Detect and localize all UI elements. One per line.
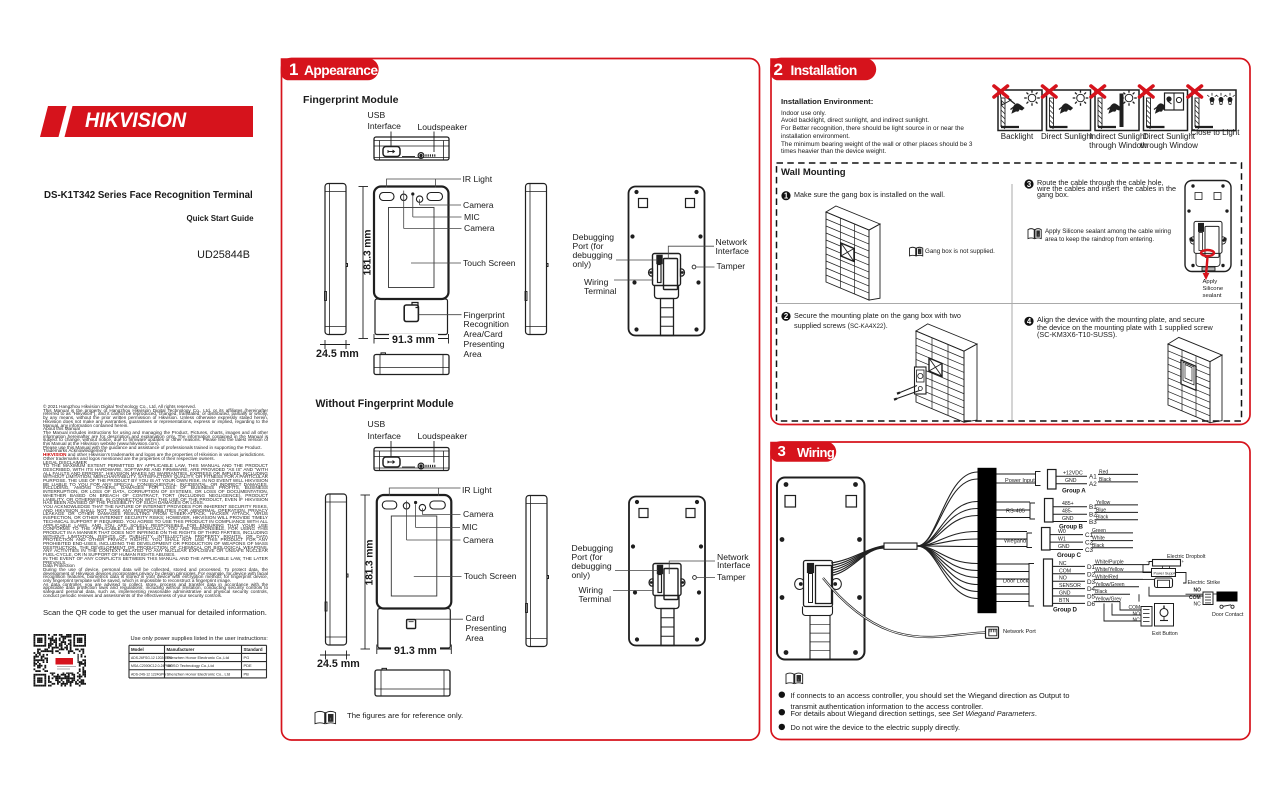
svg-text:White/Yellow: White/Yellow (1095, 567, 1124, 573)
svg-text:White/Red: White/Red (1095, 574, 1119, 580)
svg-text:RS-485: RS-485 (1006, 508, 1025, 514)
svg-text:PG: PG (244, 655, 250, 660)
svg-text:NC: NC (1059, 561, 1067, 567)
svg-text:Black: Black (1095, 589, 1108, 595)
svg-text:GND: GND (1058, 544, 1070, 550)
svg-text:1: 1 (784, 192, 789, 201)
svg-text:COM: COM (1129, 605, 1141, 611)
svg-text:C2: C2 (1085, 539, 1094, 546)
svg-text:Red: Red (1099, 469, 1108, 475)
svg-text:Shenzhen Honor Electronic Co.,: Shenzhen Honor Electronic Co., Ltd (167, 671, 231, 676)
svg-text:Network Port: Network Port (1003, 629, 1036, 635)
svg-text:B3: B3 (1089, 519, 1097, 526)
svg-text:Power Input: Power Input (1005, 478, 1035, 484)
svg-text:PDE: PDE (244, 663, 253, 668)
svg-text:2: 2 (784, 312, 789, 321)
svg-text:4: 4 (1027, 317, 1032, 326)
svg-text:White: White (1092, 536, 1105, 542)
svg-text:B1: B1 (1089, 504, 1097, 511)
svg-text:B2: B2 (1089, 512, 1097, 519)
svg-text:Standard: Standard (244, 647, 263, 652)
svg-text:i: i (798, 677, 799, 682)
svg-text:Power Supply: Power Supply (1154, 572, 1177, 576)
svg-text:NO: NO (1194, 587, 1202, 593)
svg-text:Group A: Group A (1062, 488, 1086, 495)
svg-text:Black: Black (1099, 477, 1112, 483)
svg-text:Group B: Group B (1059, 523, 1083, 530)
svg-text:+: + (1182, 559, 1185, 564)
svg-text:i: i (330, 717, 332, 723)
svg-text:Yellow: Yellow (1096, 500, 1111, 506)
svg-text:NO: NO (1059, 576, 1067, 582)
svg-text:PB: PB (244, 671, 250, 676)
svg-text:GND: GND (1065, 478, 1077, 484)
svg-text:GND: GND (1059, 591, 1071, 597)
svg-text:SENSOR: SENSOR (1059, 583, 1081, 589)
svg-text:C3: C3 (1085, 547, 1094, 554)
svg-text:Blue: Blue (1096, 507, 1106, 513)
svg-text:Door Lock: Door Lock (1003, 578, 1029, 584)
svg-text:Door Contact: Door Contact (1212, 612, 1244, 618)
svg-text:Yellow/Grey: Yellow/Grey (1095, 597, 1122, 603)
svg-text:D1: D1 (1087, 564, 1096, 571)
svg-text:A1: A1 (1089, 474, 1097, 481)
svg-text:D6: D6 (1087, 601, 1096, 608)
svg-text:Green: Green (1092, 528, 1106, 534)
svg-text:D5: D5 (1087, 594, 1096, 601)
svg-text:ADS-26FSG-12 12024EPG: ADS-26FSG-12 12024EPG (131, 656, 173, 660)
svg-text:485+: 485+ (1062, 501, 1074, 507)
svg-text:NO: NO (1133, 611, 1141, 617)
svg-text:A2: A2 (1089, 481, 1097, 488)
svg-text:Manufacturer: Manufacturer (167, 647, 195, 652)
svg-text:W1: W1 (1058, 537, 1066, 543)
svg-text:485-: 485- (1062, 509, 1073, 515)
svg-text:+12VDC: +12VDC (1063, 471, 1083, 477)
svg-text:D2: D2 (1087, 571, 1096, 578)
svg-text:i: i (1037, 232, 1038, 237)
svg-text:MSA-C2000IC12.0-24P-DE: MSA-C2000IC12.0-24P-DE (131, 664, 173, 668)
svg-text:W0: W0 (1058, 529, 1066, 535)
svg-text:D4: D4 (1087, 586, 1096, 593)
svg-text:COM: COM (1059, 568, 1071, 574)
svg-text:Model: Model (131, 647, 144, 652)
svg-text:GND: GND (1062, 516, 1074, 522)
svg-text:i: i (919, 249, 920, 254)
svg-text:Electric Dropbolt: Electric Dropbolt (1167, 554, 1206, 560)
svg-text:Group D: Group D (1053, 606, 1077, 613)
svg-text:ADS-24S-12 1224GPG: ADS-24S-12 1224GPG (131, 672, 166, 676)
svg-text:Wiegand: Wiegand (1004, 538, 1026, 544)
svg-text:D3: D3 (1087, 579, 1096, 586)
svg-text:Exit Button: Exit Button (1152, 631, 1178, 637)
svg-text:Group C: Group C (1057, 552, 1081, 559)
svg-text:NC: NC (1133, 617, 1141, 623)
svg-text:Shenzhen Honor Electronic Co.,: Shenzhen Honor Electronic Co.,Ltd (167, 655, 229, 660)
svg-text:COM: COM (1189, 595, 1201, 601)
svg-text:Black: Black (1092, 543, 1105, 549)
svg-text:MOSO Technology Co.,Ltd: MOSO Technology Co.,Ltd (167, 663, 214, 668)
svg-text:3: 3 (1027, 180, 1032, 189)
svg-text:-: - (1147, 559, 1149, 564)
svg-text:C1: C1 (1085, 532, 1094, 539)
svg-text:Black: Black (1096, 515, 1109, 521)
svg-text:Yellow/Green: Yellow/Green (1095, 582, 1125, 588)
svg-text:White/Purple: White/Purple (1095, 560, 1124, 566)
svg-text:Electric Strike: Electric Strike (1188, 580, 1221, 586)
svg-text:BTN: BTN (1059, 598, 1070, 604)
svg-text:NC: NC (1194, 601, 1202, 607)
